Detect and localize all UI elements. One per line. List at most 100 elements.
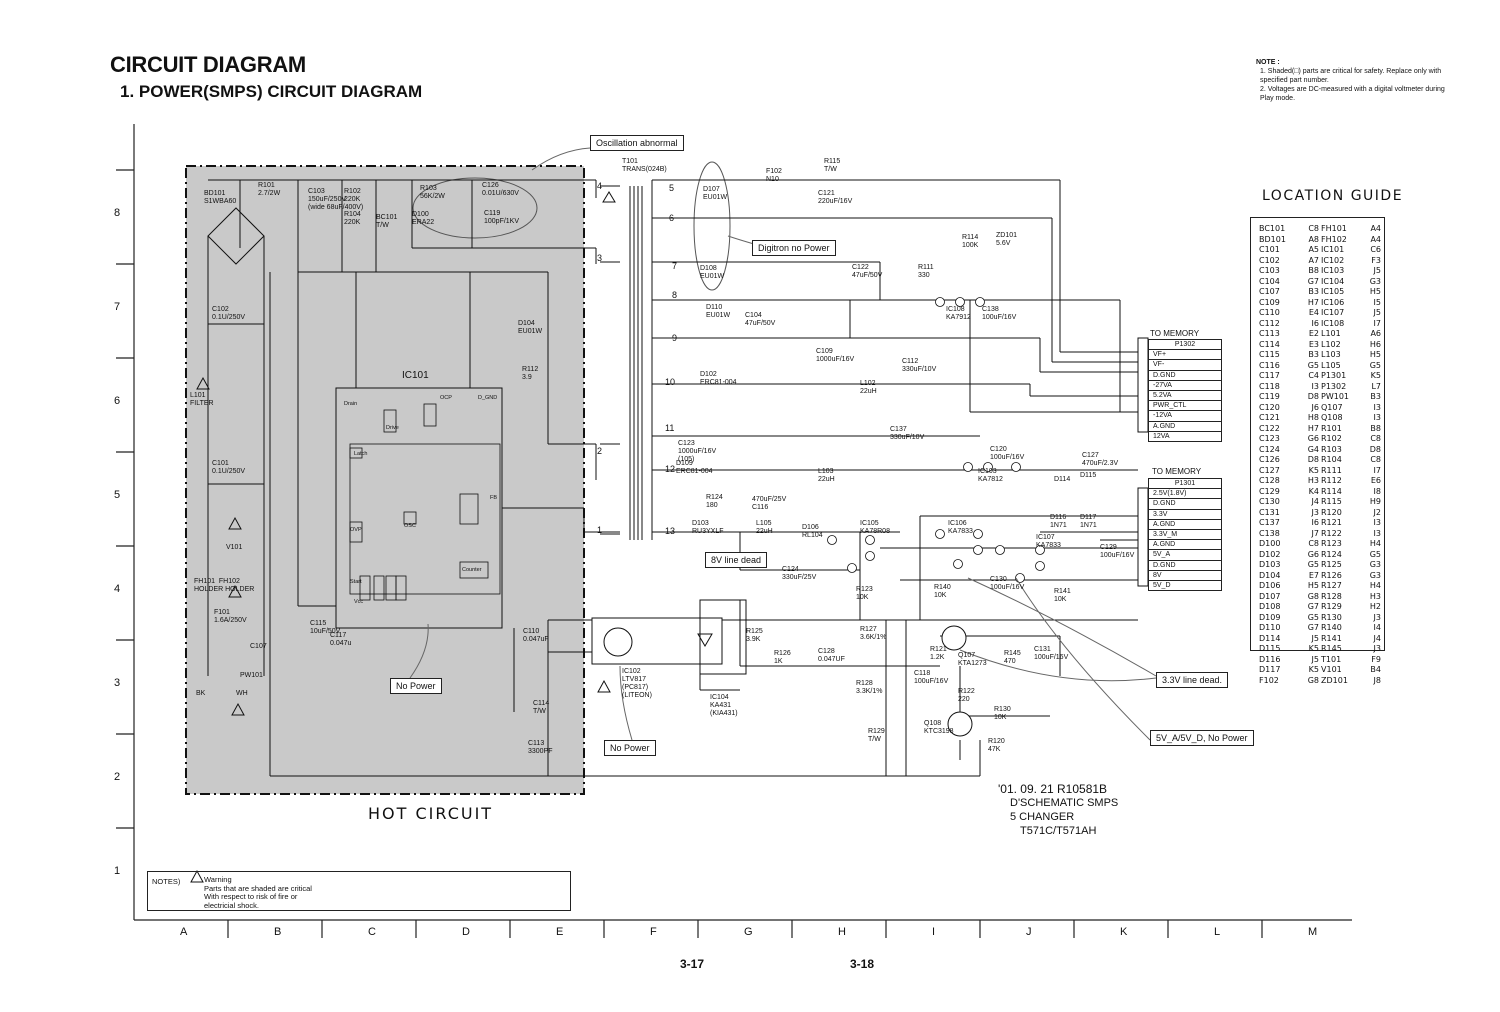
location-grid: B3 (1370, 392, 1381, 401)
component-label-bk: BK (196, 690, 206, 697)
location-grid: H6 (1369, 339, 1381, 349)
location-part: C137 (1259, 518, 1280, 527)
component-label-r130: R130 10K (994, 706, 1011, 721)
page-subtitle: 1. POWER(SMPS) CIRCUIT DIAGRAM (120, 82, 423, 101)
location-part: D114 (1259, 633, 1281, 643)
location-part: D103 (1259, 560, 1281, 569)
location-part: IC101 (1321, 245, 1345, 254)
component-label-r126: R126 1K (774, 650, 791, 665)
component-label-t101: T101 TRANS(024B) (622, 158, 667, 173)
location-part: P1302 (1321, 381, 1347, 391)
location-grid: J4 (1311, 497, 1319, 506)
connector-pin: 5.2VA (1149, 389, 1221, 400)
ic101-block-drain: Drain (344, 401, 358, 407)
location-part: IC106 (1321, 297, 1345, 307)
location-grid: J3 (1311, 507, 1319, 517)
component-label-c117: C117 0.047u (330, 632, 352, 647)
component-label-d108: D108 EU01W (700, 265, 725, 280)
location-grid: G7 (1307, 276, 1319, 286)
location-part: R103 (1321, 444, 1342, 454)
location-part: C121 (1259, 413, 1280, 422)
location-part: R104 (1321, 455, 1342, 464)
component-label-v101: V101 (226, 544, 243, 551)
location-grid: C6 (1370, 245, 1381, 254)
location-grid: I7 (1373, 465, 1381, 475)
component-label-r123: R123 10K (856, 586, 873, 601)
connector-pin: D.GND (1149, 369, 1221, 380)
component-label-c130: C130 100uF/16V (990, 576, 1025, 591)
location-part: L103 (1321, 350, 1341, 359)
location-grid: D8 (1307, 392, 1319, 401)
component-label-c126: C126 0.01U/630V (482, 182, 519, 197)
location-grid: H3 (1369, 591, 1381, 601)
location-part: R125 (1321, 560, 1342, 569)
connector-pin: A.GND (1149, 518, 1221, 529)
location-grid: L7 (1371, 381, 1381, 391)
location-part: C114 (1259, 339, 1280, 349)
component-label-r127: R127 3.6K/1% (860, 626, 887, 641)
location-part: R141 (1321, 633, 1342, 643)
location-part: ZD101 (1321, 675, 1348, 685)
connector-pin: VF- (1149, 359, 1221, 369)
p1301-to-label: TO MEMORY (1152, 467, 1202, 476)
trans-pin-8: 8 (672, 290, 678, 300)
location-grid: G6 (1307, 434, 1319, 443)
no-power-left-callout: No Power (390, 678, 442, 694)
hot-circuit-label: HOT CIRCUIT (368, 804, 494, 823)
component-label-r114: R114 100K (962, 234, 979, 249)
location-grid: K4 (1308, 486, 1319, 496)
ruler-col-g: G (744, 926, 753, 938)
ic101-block-vcc: Vcc (354, 599, 364, 605)
component-label-q108: Q108 KTC3198 (924, 720, 954, 735)
location-part: C109 (1259, 297, 1280, 307)
ic101-block-counter: Counter (462, 567, 482, 573)
component-label-d104: D104 EU01W (518, 320, 543, 335)
ic101-block-start: Start (350, 579, 362, 585)
component-label-r102: R102 220K (344, 188, 361, 203)
location-part: C112 (1259, 318, 1280, 328)
revision-line-4: T571C/T571AH (1020, 825, 1097, 837)
ruler-col-l: L (1214, 926, 1221, 938)
trans-pin-9: 9 (672, 333, 678, 343)
location-grid: I5 (1373, 297, 1381, 307)
ruler-col-i: I (932, 926, 936, 938)
location-part: R115 (1321, 497, 1342, 506)
ruler-frame (116, 124, 1352, 938)
component-label-c131: C131 100uF/16V (1034, 646, 1069, 661)
location-part: IC104 (1321, 276, 1345, 286)
notes-line-3: With respect to risk of fire or (204, 892, 298, 901)
location-part: C101 (1259, 245, 1280, 254)
component-label-c122: C122 47uF/50V (852, 264, 883, 279)
component-label-r115: R115 T/W (824, 158, 841, 173)
location-part: C122 (1259, 423, 1280, 433)
component-label-c121: C121 220uF/16V (818, 190, 853, 205)
note-item-1: 1. Shaded(□) parts are critical for safe… (1260, 68, 1442, 84)
location-part: C128 (1259, 476, 1280, 485)
connector-pin: D.GND (1149, 498, 1221, 508)
component-label-r140: R140 10K (934, 584, 951, 599)
location-part: D106 (1259, 581, 1281, 590)
ruler-col-a: A (180, 926, 188, 938)
location-grid: G8 (1307, 675, 1319, 685)
location-grid: I8 (1373, 486, 1381, 496)
location-part: P1301 (1321, 371, 1347, 380)
connector-pin: 5V_D (1149, 579, 1221, 590)
